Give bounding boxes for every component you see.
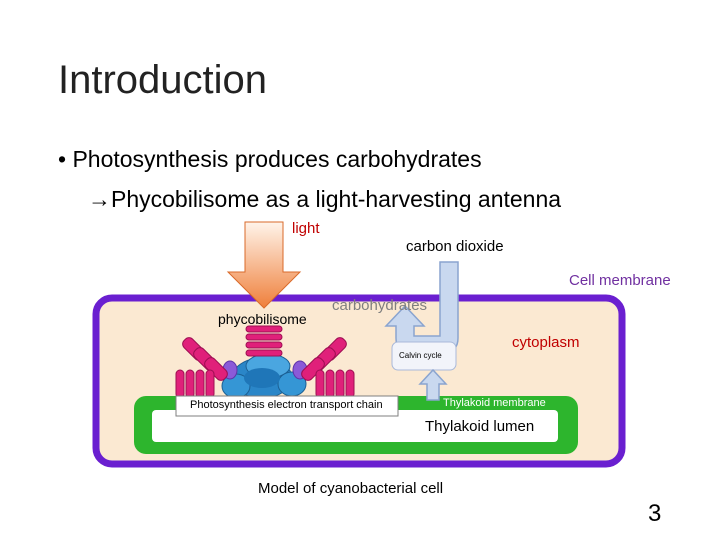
page-number: 3 — [648, 500, 662, 527]
light-arrow — [226, 221, 302, 309]
phycobilisome-label: phycobilisome — [218, 311, 307, 327]
cytoplasm-label: cytoplasm — [512, 334, 580, 351]
sub-text: Phycobilisome as a light-harvesting ante… — [111, 186, 562, 212]
calvin-cycle-label: Calvin cycle — [399, 351, 442, 360]
sub-arrow: → — [88, 186, 111, 212]
thylakoid-lumen-label: Thylakoid lumen — [425, 418, 535, 435]
bullet-text: Photosynthesis produces carbohydrates — [72, 146, 482, 172]
light-label: light — [292, 220, 320, 237]
etc-box — [175, 395, 399, 417]
calvin-cycle-box — [391, 341, 457, 371]
diagram-caption: Model of cyanobacterial cell — [258, 480, 444, 497]
thylakoid-lumen — [152, 410, 558, 442]
sub-point: →Phycobilisome as a light-harvesting ant… — [88, 186, 561, 213]
phycobilisome-rod-left — [182, 337, 228, 381]
carbohydrates-label: carbohydrates — [332, 297, 428, 314]
phycobilisome-rod-top — [245, 325, 283, 357]
bullet-marker: • — [58, 146, 67, 172]
phycobilisome-core-inner — [244, 368, 280, 388]
cell-membrane-label: Cell membrane — [569, 272, 671, 289]
carbon-dioxide-label: carbon dioxide — [406, 238, 504, 255]
slide-title: Introduction — [58, 58, 268, 102]
etc-label: Photosynthesis electron transport chain — [190, 399, 383, 411]
energy-up-arrow — [418, 368, 448, 401]
thylakoid-membrane-label: Thylakoid membrane — [443, 397, 546, 409]
bullet-point: • Photosynthesis produces carbohydrates — [58, 146, 482, 173]
